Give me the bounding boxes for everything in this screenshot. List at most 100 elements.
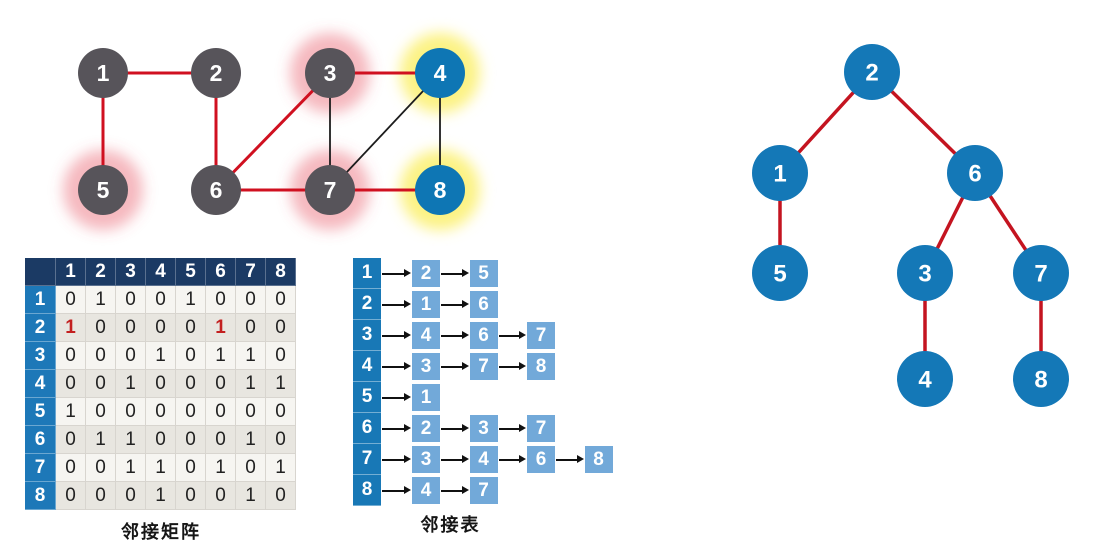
matrix-cell-2-3: 0 (116, 314, 146, 342)
matrix-cell-1-5: 1 (176, 286, 206, 314)
adjlist-arrow-icon (382, 424, 411, 432)
adjlist-item-2-1: 1 (412, 291, 440, 318)
matrix-cell-4-6: 0 (206, 370, 236, 398)
adjlist-item-6-7: 7 (527, 415, 555, 442)
adjlist-arrow-icon (382, 455, 411, 463)
adjlist-item-3-6: 6 (469, 322, 498, 349)
tree-node-6: 6 (947, 145, 1003, 201)
matrix-row-header-4: 4 (25, 370, 56, 398)
graph-node-3: 3 (305, 48, 355, 98)
adjlist-arrow-icon (382, 362, 411, 370)
tree-node-label: 1 (773, 160, 786, 187)
matrix-cell-2-6: 1 (206, 314, 236, 342)
matrix-col-header-4: 4 (146, 258, 176, 286)
graph-node-2: 2 (191, 48, 241, 98)
adjlist-item-1-5: 5 (469, 260, 498, 287)
matrix-cell-8-4: 1 (146, 482, 176, 510)
matrix-col-header-8: 8 (266, 258, 296, 286)
matrix-col-header-1: 1 (56, 258, 86, 286)
adjlist-arrow-icon (498, 455, 526, 463)
tree-node-label: 2 (865, 59, 878, 86)
matrix-cell-8-1: 0 (56, 482, 86, 510)
graph-node-label: 5 (97, 177, 110, 203)
adjlist-head-3: 3 (353, 320, 381, 351)
tree-node-5: 5 (752, 245, 808, 301)
tree-node-label: 6 (968, 160, 981, 187)
matrix-cell-8-7: 1 (236, 482, 266, 510)
matrix-cell-1-4: 0 (146, 286, 176, 314)
matrix-cell-2-8: 0 (266, 314, 296, 342)
matrix-cell-4-2: 0 (86, 370, 116, 398)
adjlist-item-8-4: 4 (412, 477, 440, 504)
matrix-cell-2-2: 0 (86, 314, 116, 342)
graph-node-label: 8 (434, 177, 447, 203)
matrix-row-header-2: 2 (25, 314, 56, 342)
matrix-cell-8-2: 0 (86, 482, 116, 510)
matrix-cell-8-6: 0 (206, 482, 236, 510)
matrix-cell-2-1: 1 (56, 314, 86, 342)
graph-node-label: 4 (434, 60, 447, 86)
matrix-cell-4-1: 0 (56, 370, 86, 398)
matrix-cell-7-3: 1 (116, 454, 146, 482)
graph-node-1: 1 (78, 48, 128, 98)
adjlist-head-8: 8 (353, 475, 381, 506)
matrix-cell-8-3: 0 (116, 482, 146, 510)
adjlist-arrow-icon (382, 300, 411, 308)
matrix-row-header-5: 5 (25, 398, 56, 426)
matrix-corner-cell (25, 258, 56, 286)
matrix-cell-1-6: 0 (206, 286, 236, 314)
adjlist-arrow-icon (382, 269, 411, 277)
matrix-cell-7-8: 1 (266, 454, 296, 482)
matrix-cell-4-5: 0 (176, 370, 206, 398)
tree-node-label: 3 (918, 260, 931, 287)
adjlist-arrow-icon (498, 331, 526, 339)
adjlist-head-1: 1 (353, 258, 381, 289)
matrix-row-header-1: 1 (25, 286, 56, 314)
tree-node-1: 1 (752, 145, 808, 201)
tree-node-4: 4 (897, 351, 953, 407)
tree-node-8: 8 (1013, 351, 1069, 407)
matrix-cell-1-8: 0 (266, 286, 296, 314)
tree-node-3: 3 (897, 245, 953, 301)
matrix-cell-1-7: 0 (236, 286, 266, 314)
adjacency-matrix-label: 邻接矩阵 (121, 522, 201, 542)
traversal-tree-diagram: 2 1 6 5 3 7 4 8 (752, 44, 1069, 407)
tree-node-label: 8 (1034, 366, 1047, 393)
matrix-cell-4-4: 0 (146, 370, 176, 398)
tree-node-label: 7 (1034, 260, 1047, 287)
adjlist-head-7: 7 (353, 444, 381, 475)
matrix-col-header-6: 6 (206, 258, 236, 286)
matrix-cell-5-1: 1 (56, 398, 86, 426)
graph-edge-3-6 (214, 71, 332, 192)
adjlist-head-4: 4 (353, 351, 381, 382)
matrix-cell-1-1: 0 (56, 286, 86, 314)
adjlist-arrow-icon (441, 331, 468, 339)
graph-edge-4-7 (329, 72, 441, 191)
adjlist-head-6: 6 (353, 413, 381, 444)
graph-node-5: 5 (78, 165, 128, 215)
adjlist-item-7-8: 8 (584, 446, 613, 473)
matrix-cell-3-5: 0 (176, 342, 206, 370)
matrix-cell-7-5: 0 (176, 454, 206, 482)
graph-node-label: 3 (324, 60, 337, 86)
matrix-cell-5-2: 0 (86, 398, 116, 426)
matrix-cell-7-6: 1 (206, 454, 236, 482)
matrix-cell-6-3: 1 (116, 426, 146, 454)
matrix-cell-5-6: 0 (206, 398, 236, 426)
matrix-cell-7-1: 0 (56, 454, 86, 482)
matrix-row-header-6: 6 (25, 426, 56, 454)
adjlist-item-8-7: 7 (469, 477, 498, 504)
adjacency-list-label: 邻接表 (420, 515, 481, 535)
adjlist-arrow-icon (382, 393, 411, 401)
tree-node-label: 5 (773, 260, 786, 287)
adjlist-arrow-icon (382, 486, 411, 494)
adjlist-item-4-3: 3 (412, 353, 440, 380)
matrix-cell-7-4: 1 (146, 454, 176, 482)
matrix-cell-8-8: 0 (266, 482, 296, 510)
adjlist-item-6-2: 2 (412, 415, 440, 442)
matrix-cell-6-1: 0 (56, 426, 86, 454)
